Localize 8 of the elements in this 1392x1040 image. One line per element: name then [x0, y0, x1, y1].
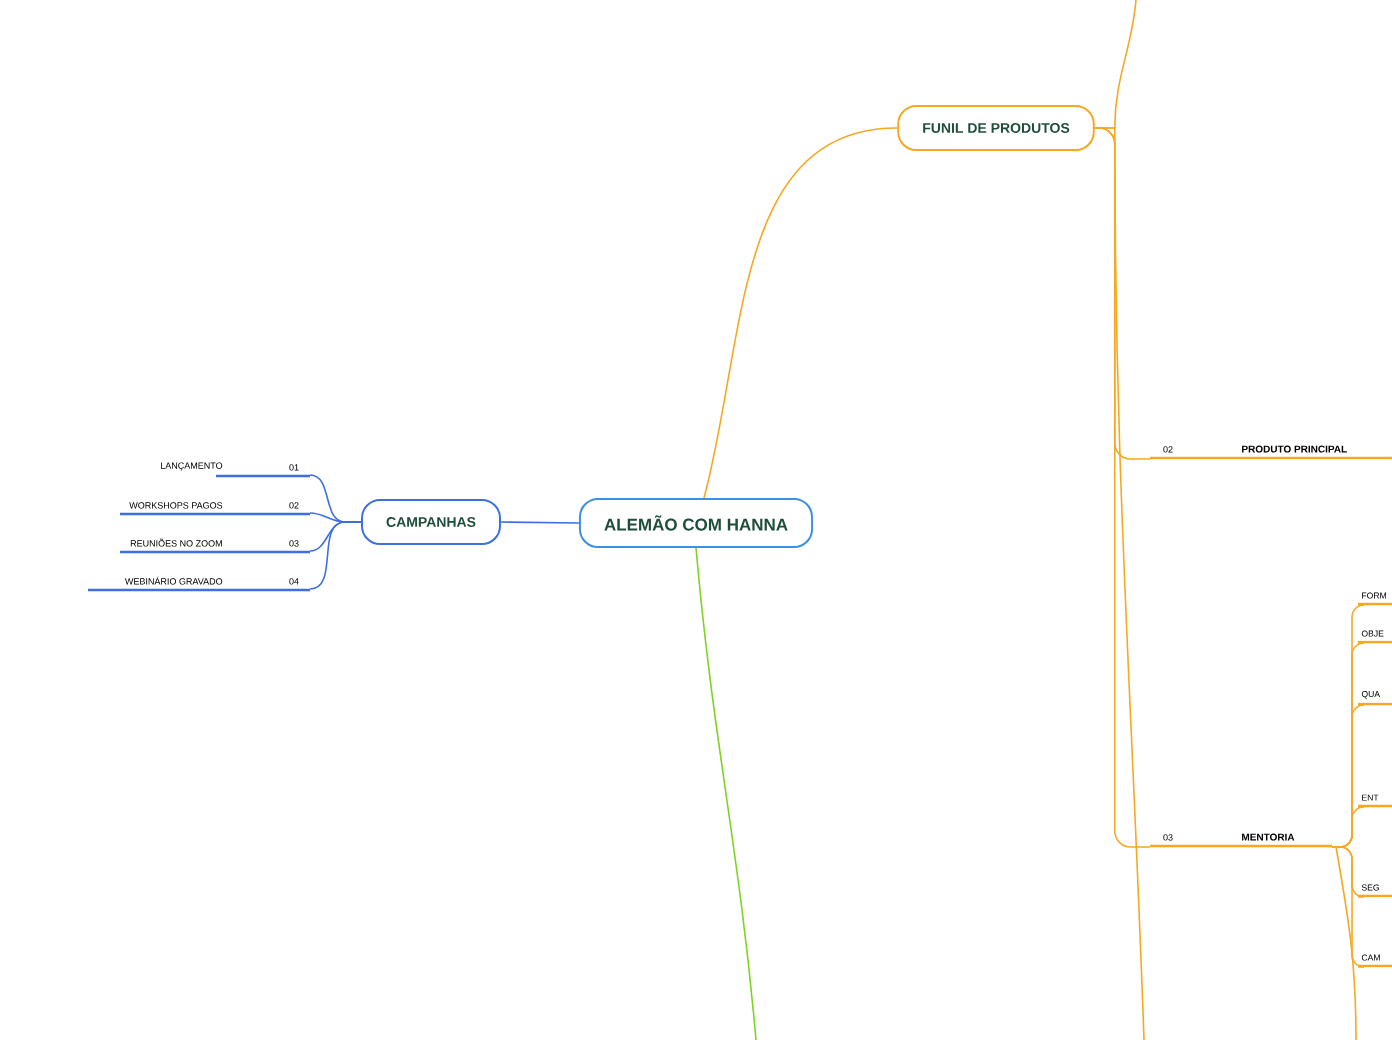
connector-line	[500, 521, 580, 524]
connector-line	[309, 521, 362, 590]
connector-line	[1331, 846, 1365, 968]
connector-line	[1094, 127, 1145, 1040]
topic-box: ALEMÃO COM HANNA	[578, 498, 814, 548]
connector-line	[695, 547, 757, 1040]
connector-line	[1331, 846, 1357, 1040]
connector-line	[703, 127, 899, 499]
